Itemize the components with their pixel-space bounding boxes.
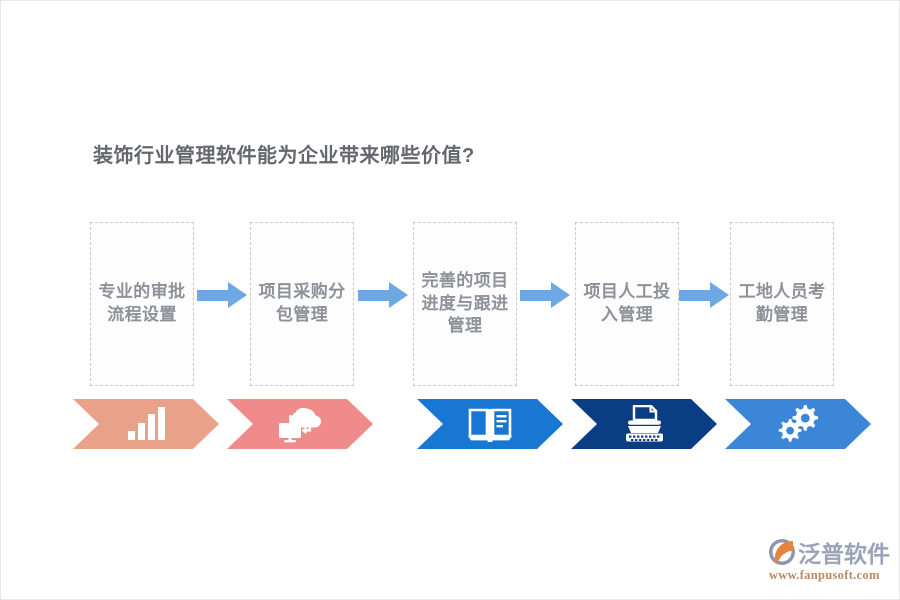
arrow-shaft — [197, 290, 231, 301]
brand-url: www.fanpusoft.com — [769, 568, 880, 582]
step-box-5-label: 工地人员考勤管理 — [738, 282, 826, 324]
brand-logo-row: 泛普软件 — [767, 535, 891, 569]
connector-arrow-1 — [197, 282, 247, 308]
step-box-1-label: 专业的审批流程设置 — [98, 282, 186, 324]
banner-1[interactable] — [73, 399, 219, 449]
open-book-icon — [468, 406, 512, 442]
page-title: 装饰行业管理软件能为企业带来哪些价值? — [93, 145, 475, 167]
arrow-head-icon — [710, 282, 729, 308]
step-box-4-label: 项目人工投入管理 — [583, 282, 671, 324]
step-box-4[interactable]: 项目人工投入管理 — [575, 222, 679, 386]
bar-chart-icon — [126, 407, 166, 441]
arrow-head-icon — [551, 282, 570, 308]
arrow-shaft — [520, 290, 554, 301]
arrow-shaft — [679, 290, 713, 301]
step-box-3[interactable]: 完善的项目进度与跟进管理 — [413, 222, 517, 386]
banner-3[interactable] — [417, 399, 563, 449]
connector-arrow-2 — [358, 282, 408, 308]
typewriter-icon — [623, 405, 665, 443]
arrow-head-icon — [389, 282, 408, 308]
banner-2[interactable] — [227, 399, 373, 449]
connector-arrow-4 — [679, 282, 729, 308]
banner-5[interactable] — [725, 399, 871, 449]
arrow-head-icon — [228, 282, 247, 308]
step-box-1[interactable]: 专业的审批流程设置 — [90, 222, 194, 386]
step-box-2-label: 项目采购分包管理 — [258, 282, 346, 324]
banner-4[interactable] — [571, 399, 717, 449]
fanpu-logo-mark-icon — [769, 539, 795, 565]
cloud-sync-monitor-icon — [277, 405, 323, 443]
step-box-2[interactable]: 项目采购分包管理 — [250, 222, 354, 386]
arrow-shaft — [358, 290, 392, 301]
gears-icon — [776, 405, 820, 443]
connector-arrow-3 — [520, 282, 570, 308]
step-box-5[interactable]: 工地人员考勤管理 — [730, 222, 834, 386]
brand-logo: 泛普软件 www.fanpusoft.com — [767, 535, 891, 587]
step-box-3-label: 完善的项目进度与跟进管理 — [421, 270, 509, 336]
brand-name: 泛普软件 — [798, 541, 890, 567]
